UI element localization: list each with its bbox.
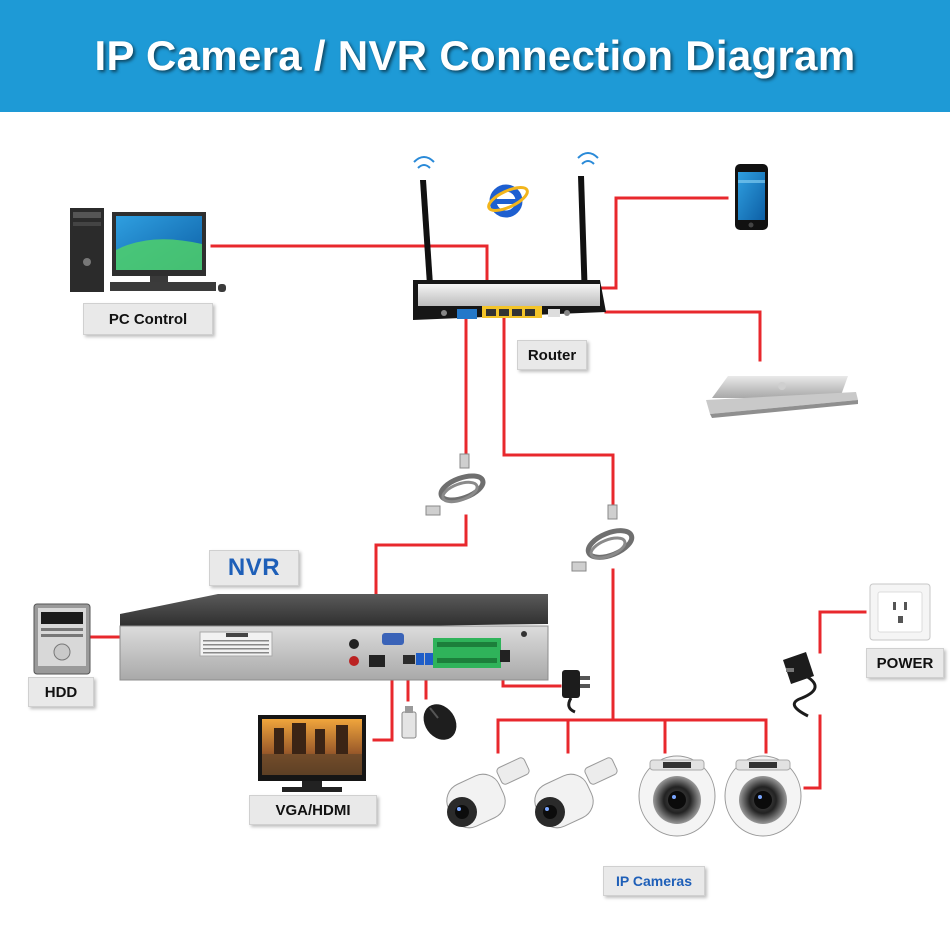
cable-power-outlet [818, 610, 867, 654]
network-video-recorder [119, 594, 549, 681]
dome-camera [638, 755, 716, 837]
cable-camera-bus [496, 718, 768, 754]
diagram-title: IP Camera / NVR Connection Diagram [94, 32, 856, 79]
mouse-icon [423, 704, 457, 740]
router-label: Router [517, 340, 587, 370]
hard-drive-icon [33, 603, 91, 675]
power-label: POWER [866, 648, 944, 678]
ip-cameras-label: IP Cameras [603, 866, 705, 896]
bullet-camera [534, 757, 618, 829]
pc-control-label: PC Control [83, 303, 213, 335]
monitor-icon [258, 715, 366, 792]
wireless-router-icon [413, 152, 606, 320]
cables [88, 196, 867, 790]
nvr-label: NVR [209, 550, 299, 586]
smartphone-icon [735, 164, 768, 230]
cable-router-laptop [604, 310, 762, 362]
dome-camera [724, 755, 802, 837]
wall-outlet-icon [869, 583, 931, 641]
usb-drive-icon [401, 706, 417, 739]
cable-router-cameras [502, 310, 615, 722]
cable-router-phone [598, 196, 729, 290]
laptop-icon [706, 376, 858, 418]
power-adapter-icon [562, 670, 590, 714]
internet-explorer-icon [487, 184, 529, 218]
cable-power-camera [803, 714, 822, 790]
ethernet-cable-icon [425, 453, 486, 516]
bullet-camera [446, 757, 530, 829]
hdd-label: HDD [28, 677, 94, 707]
cable-nvr-monitor [372, 664, 394, 742]
vga-hdmi-label: VGA/HDMI [249, 795, 377, 825]
desktop-computer-icon [70, 208, 226, 292]
camera-power-adapter-icon [783, 652, 817, 718]
title-banner: IP Camera / NVR Connection Diagram [0, 0, 950, 112]
ethernet-cable-icon [571, 504, 635, 572]
